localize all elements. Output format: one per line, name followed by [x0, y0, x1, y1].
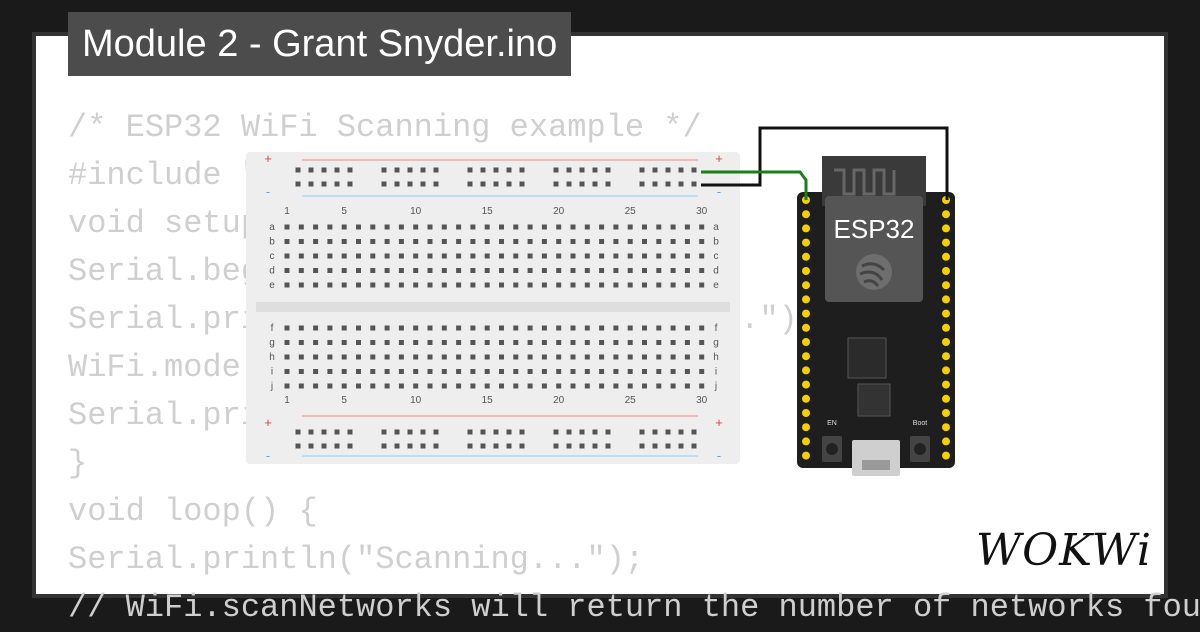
- code-line: /* ESP32 WiFi Scanning example */: [68, 109, 702, 146]
- code-line: Serial.println("Initializing WiFi...");: [68, 301, 817, 338]
- project-title: Module 2 - Grant Snyder.ino: [68, 12, 572, 76]
- code-line: Serial.println("Scanning...");: [68, 541, 645, 578]
- code-line: Serial.begin(115200);: [68, 253, 472, 290]
- code-line: }: [68, 445, 88, 482]
- wokwi-logo: WOKWi: [975, 525, 1152, 576]
- code-line: void setup() {: [68, 205, 337, 242]
- code-line: #include "WiFi.h": [68, 157, 395, 194]
- code-line: void loop() {: [68, 493, 318, 530]
- code-line: WiFi.mode(WIFI_STA);: [68, 349, 453, 386]
- code-line: // WiFi.scanNetworks will return the num…: [68, 589, 1200, 626]
- code-line: Serial.println("Setup done!");: [68, 397, 645, 434]
